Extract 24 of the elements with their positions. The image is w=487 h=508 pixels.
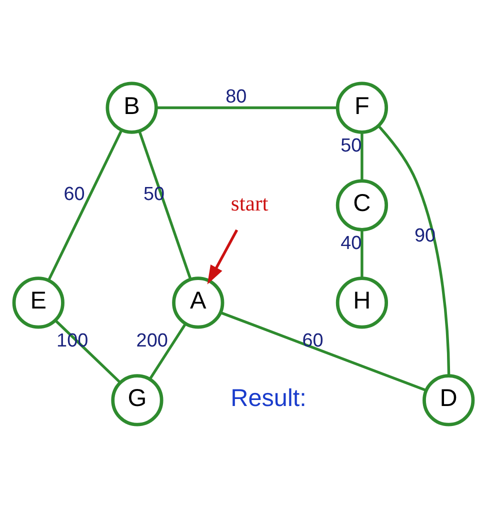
connector bbox=[148, 322, 187, 380]
node-circle: C bbox=[336, 179, 388, 232]
node-circle: F bbox=[336, 82, 388, 134]
node-text: start bbox=[230, 191, 268, 216]
connector bbox=[360, 132, 364, 181]
connector bbox=[220, 311, 427, 392]
connector bbox=[360, 230, 364, 278]
node-circle: H bbox=[336, 276, 388, 329]
connector bbox=[47, 130, 123, 282]
connector bbox=[54, 320, 122, 384]
node-circle: E bbox=[12, 276, 64, 329]
arrow bbox=[207, 229, 238, 284]
connector bbox=[156, 106, 338, 110]
node-circle: G bbox=[111, 374, 164, 426]
label: Result: bbox=[230, 385, 306, 412]
node-circle: B bbox=[106, 82, 158, 134]
edge-label: 200 bbox=[136, 330, 168, 352]
edge-label: 80 bbox=[226, 86, 247, 108]
edge-label: 60 bbox=[64, 184, 85, 206]
node-circle: D bbox=[422, 374, 475, 426]
connector bbox=[377, 124, 450, 376]
connector bbox=[138, 130, 192, 280]
node-circle: A bbox=[172, 276, 224, 329]
edge-label: 60 bbox=[302, 330, 324, 352]
